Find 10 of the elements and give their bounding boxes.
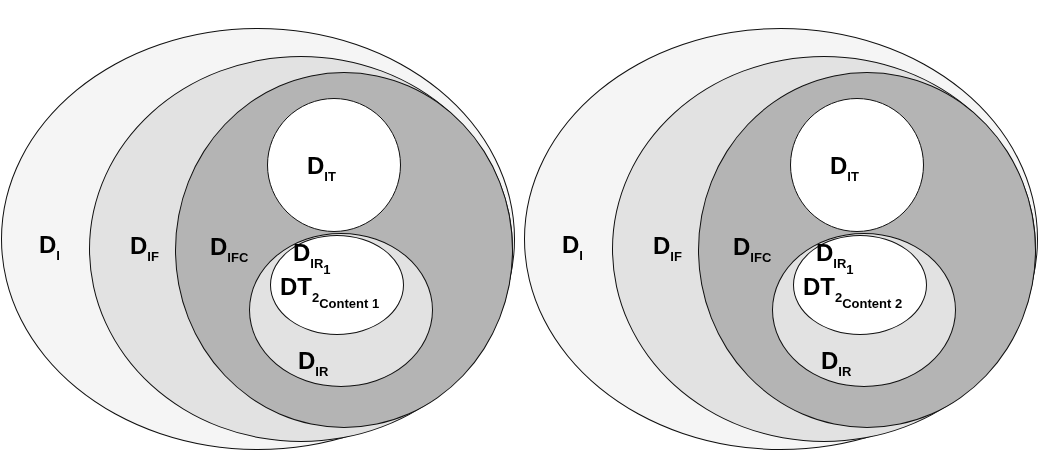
set-label: D$_{IT}$ [307, 154, 336, 184]
set-label: D$_{I}$ [39, 233, 60, 263]
set-label: D$_{IR}$ [298, 349, 329, 379]
set-label: D$_{IF}$ [130, 234, 159, 264]
set-label: D$_{IFC}$ [733, 235, 772, 265]
set-label: D$_{IFC}$ [210, 235, 249, 265]
set-label: D$_{IF}$ [653, 234, 682, 264]
set-label: D$_{I}$ [562, 233, 583, 263]
set-label: D$_{IR}$ [821, 349, 852, 379]
set-label: D$_{IT}$ [830, 154, 859, 184]
